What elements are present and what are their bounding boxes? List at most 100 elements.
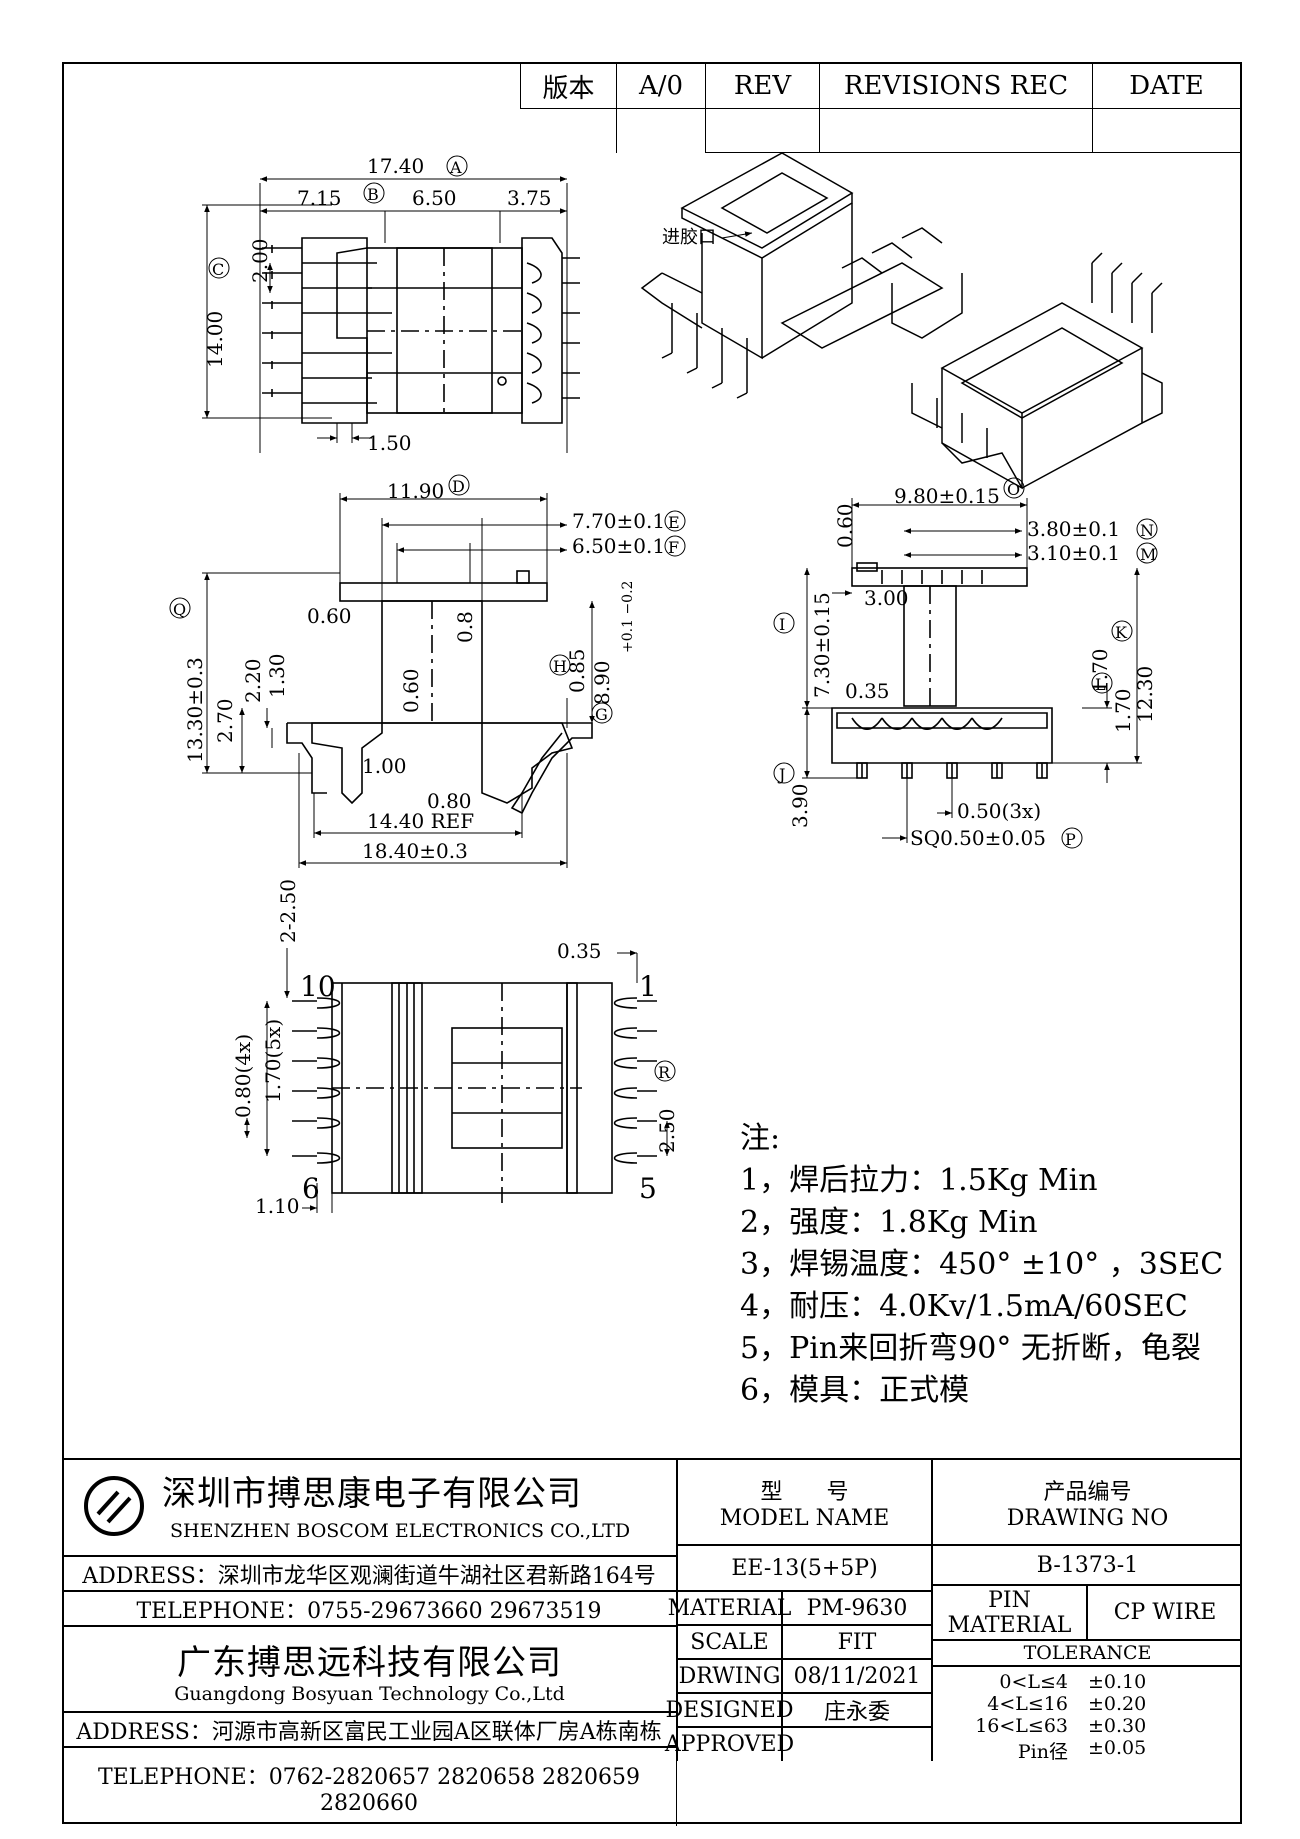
company2-name-cn: 广东搏思远科技有限公司	[177, 1643, 562, 1683]
drawing-value: B-1373-1	[932, 1545, 1242, 1585]
dim-890: 8.90	[590, 660, 614, 705]
dim-h: 0.85	[565, 648, 589, 693]
label-f: F	[668, 538, 679, 557]
label-e: E	[668, 513, 680, 532]
dim-e: 7.70±0.1	[572, 509, 665, 533]
version-label: 版本	[520, 63, 617, 109]
tol-890: +0.1 −0.2	[620, 581, 636, 653]
tol-value-4: ±0.05	[1088, 1737, 1147, 1759]
address2: ADDRESS：河源市高新区富民工业园A区联体厂房A栋南栋	[62, 1712, 677, 1747]
dim-i: 7.30±0.15	[810, 592, 834, 698]
approved-label: APPROVED	[665, 1727, 794, 1761]
dim-2-250: 2-2.50	[276, 879, 300, 943]
notes-title: 注:	[740, 1121, 781, 1156]
drawing-label-cn: 产品编号	[1043, 1479, 1132, 1505]
tol-range-3: 16<L≤63	[975, 1715, 1068, 1737]
drawing-date-label: DRWING	[677, 1659, 782, 1693]
company2-name-en: Guangdong Bosyuan Technology Co.,Ltd	[174, 1683, 565, 1705]
side-view	[802, 498, 1142, 843]
dim-300: 3.00	[864, 586, 909, 610]
tol-range-2: 4<L≤16	[987, 1693, 1068, 1715]
label-o: O	[1007, 480, 1020, 499]
material-value: PM-9630	[782, 1591, 932, 1625]
tolerance-label: TOLERANCE	[932, 1640, 1242, 1666]
label-k: K	[1115, 623, 1128, 642]
note-1: 1，焊后拉力：1.5Kg Min	[740, 1163, 1098, 1198]
dim-050: 0.50(3x)	[957, 799, 1041, 823]
dim-110: 1.10	[255, 1194, 300, 1218]
dim-060a: 0.60	[307, 604, 352, 628]
label-m: M	[1140, 545, 1156, 564]
dim-n: 3.80±0.1	[1027, 517, 1120, 541]
tol-value-1: ±0.10	[1088, 1671, 1147, 1693]
rev-label: REV	[705, 63, 820, 109]
note-2: 2，强度：1.8Kg Min	[740, 1205, 1038, 1240]
model-info: 型 号 MODEL NAME 产品编号 DRAWING NO EE-13(5+5…	[665, 1460, 1242, 1826]
pin-material-label: PIN MATERIAL	[932, 1585, 1087, 1640]
dim-035-bottom: 0.35	[557, 939, 602, 963]
front-view	[202, 493, 595, 868]
material-label: MATERIAL	[668, 1591, 791, 1625]
label-q: Q	[173, 600, 186, 619]
bottom-view	[244, 948, 670, 1213]
dim-o: 9.80±0.15	[894, 484, 1000, 508]
dim-b1: 7.15	[297, 186, 342, 210]
dim-c2: 14.00	[203, 311, 227, 368]
label-p: P	[1065, 830, 1076, 849]
dim-b3: 3.75	[507, 186, 552, 210]
telephone2: TELEPHONE：0762-2820657 2820658 2820659 2…	[62, 1747, 677, 1826]
label-b: B	[367, 185, 379, 204]
model-label-en: MODEL NAME	[719, 1505, 890, 1531]
dim-08: 0.8	[453, 611, 477, 643]
dim-k: 12.30	[1133, 666, 1157, 723]
note-6: 6，模具：正式模	[740, 1373, 970, 1408]
address1: ADDRESS：深圳市龙华区观澜街道牛湖社区君新路164号	[62, 1556, 677, 1591]
designed-label: DESIGNED	[666, 1693, 794, 1727]
label-a: A	[449, 158, 462, 177]
title-block: 深圳市搏思康电子有限公司 SHENZHEN BOSCOM ELECTRONICS…	[62, 1458, 1242, 1826]
scale-value: FIT	[782, 1625, 932, 1659]
company-logo-icon	[84, 1476, 144, 1536]
dim-170b: 1.70	[1111, 688, 1135, 733]
dim-060b: 0.60	[399, 668, 423, 713]
note-4: 4，耐压：4.0Kv/1.5mA/60SEC	[740, 1289, 1188, 1324]
label-d: D	[452, 477, 465, 496]
dim-ref: 14.40 REF	[367, 809, 474, 833]
dim-1-50: 1.50	[367, 431, 412, 455]
designed-value: 庄永委	[782, 1693, 932, 1727]
dim-080: 0.80	[427, 789, 472, 813]
label-j: J	[777, 765, 785, 784]
pin-material-value: CP WIRE	[1087, 1585, 1242, 1640]
dim-100: 1.00	[362, 754, 407, 778]
dim-c1: 2.00	[248, 238, 272, 283]
note-5: 5，Pin来回折弯90° 无折断，龟裂	[740, 1331, 1201, 1366]
dim-m: 3.10±0.1	[1027, 541, 1120, 565]
note-3: 3，焊锡温度：450° ±10° ，3SEC	[740, 1247, 1224, 1282]
label-l: L	[1095, 675, 1106, 694]
revisions-rec-label: REVISIONS REC	[819, 63, 1093, 109]
model-label-cn: 型 号	[760, 1479, 849, 1505]
dim-j: 3.90	[788, 783, 812, 828]
pin-1: 1	[639, 970, 657, 1003]
label-g: G	[595, 705, 608, 724]
approved-value	[782, 1727, 932, 1761]
dim-f: 6.50±0.1	[572, 534, 665, 558]
dim-060-side: 0.60	[833, 503, 857, 548]
technical-drawing: 17.40 A 7.15 B 6.50 3.75 C 2.00 14.00 1.…	[169, 153, 1163, 1218]
dim-170-5x: 1.70(5x)	[261, 1019, 285, 1103]
telephone1: TELEPHONE：0755-29673660 29673519	[62, 1591, 677, 1626]
dim-a: 17.40	[367, 154, 424, 178]
notes: 注: 1，焊后拉力：1.5Kg Min 2，强度：1.8Kg Min 3，焊锡温…	[740, 1118, 1223, 1412]
revision-table: 版本 A/0 REV REVISIONS REC DATE	[520, 63, 1241, 153]
label-r: R	[658, 1063, 671, 1082]
company-info: 深圳市搏思康电子有限公司 SHENZHEN BOSCOM ELECTRONICS…	[62, 1460, 677, 1826]
drawing-date-value: 08/11/2021	[782, 1659, 932, 1693]
dim-d: 11.90	[387, 479, 444, 503]
tol-range-1: 0<L≤4	[999, 1671, 1068, 1693]
pin-10: 10	[300, 970, 336, 1003]
tol-value-2: ±0.20	[1088, 1693, 1147, 1715]
drawing-label-en: DRAWING NO	[1006, 1505, 1169, 1531]
date-label: DATE	[1092, 63, 1241, 109]
dim-r: 2.50	[655, 1108, 679, 1153]
dim-080-4x: 0.80(4x)	[231, 1034, 255, 1118]
